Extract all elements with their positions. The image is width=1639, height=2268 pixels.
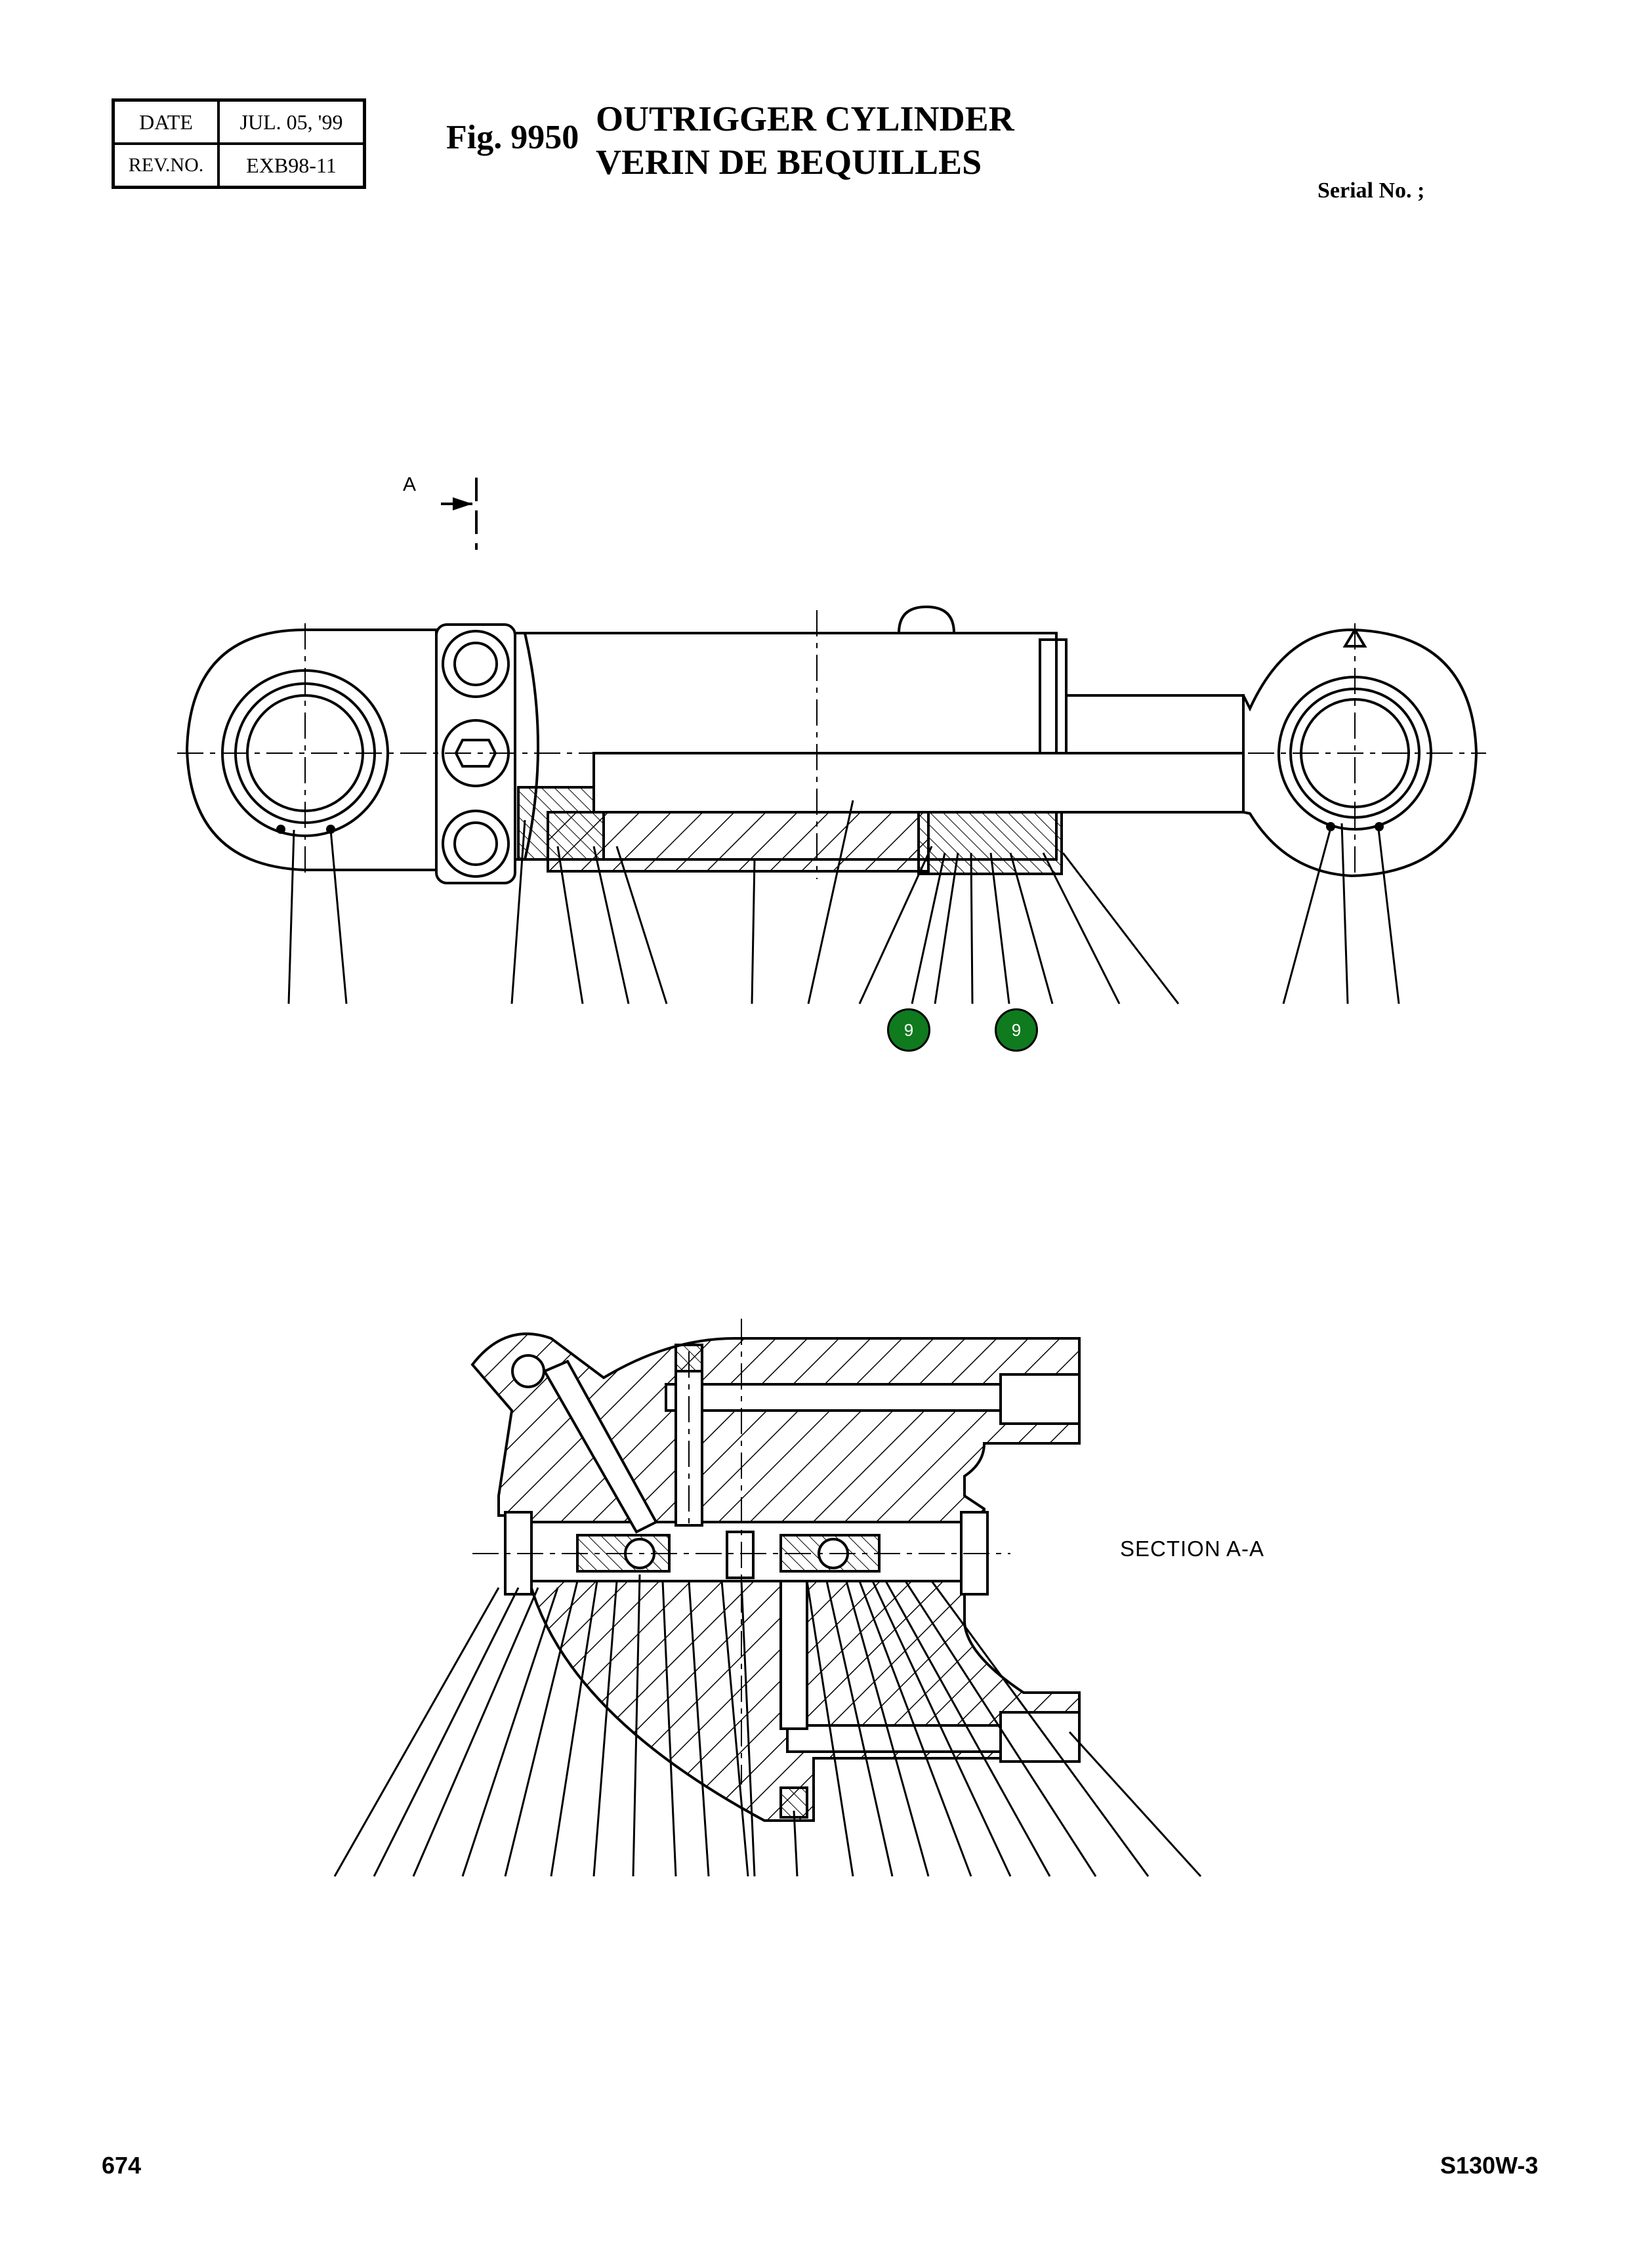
section-label: SECTION A-A — [1120, 1536, 1265, 1561]
revision-table: DATE JUL. 05, '99 REV.NO. EXB98-11 — [112, 98, 366, 189]
rev-value: EXB98-11 — [246, 153, 337, 177]
figure-number: Fig. 9950 — [446, 119, 579, 156]
date-value: JUL. 05, '99 — [239, 110, 343, 134]
section-marker-label: A — [403, 474, 417, 495]
cylinder-assembly — [177, 605, 1486, 1004]
table-divider-h — [115, 142, 363, 145]
title-english: OUTRIGGER CYLINDER — [596, 99, 1014, 138]
part-callout[interactable]: 9 — [995, 1008, 1038, 1052]
section-marker — [441, 478, 478, 550]
part-callout[interactable]: 9 — [887, 1008, 930, 1052]
section-a-a-drawing — [333, 1319, 1202, 1878]
title-french: VERIN DE BEQUILLES — [596, 142, 982, 182]
page-number: 674 — [102, 2152, 142, 2179]
page-title: OUTRIGGER CYLINDER VERIN DE BEQUILLES — [596, 97, 1014, 184]
rev-label: REV.NO. — [128, 154, 204, 176]
model-code: S130W-3 — [1440, 2152, 1539, 2179]
serial-number-label: Serial No. ; — [1317, 178, 1425, 203]
table-divider-v — [217, 102, 220, 186]
date-label: DATE — [139, 110, 193, 134]
